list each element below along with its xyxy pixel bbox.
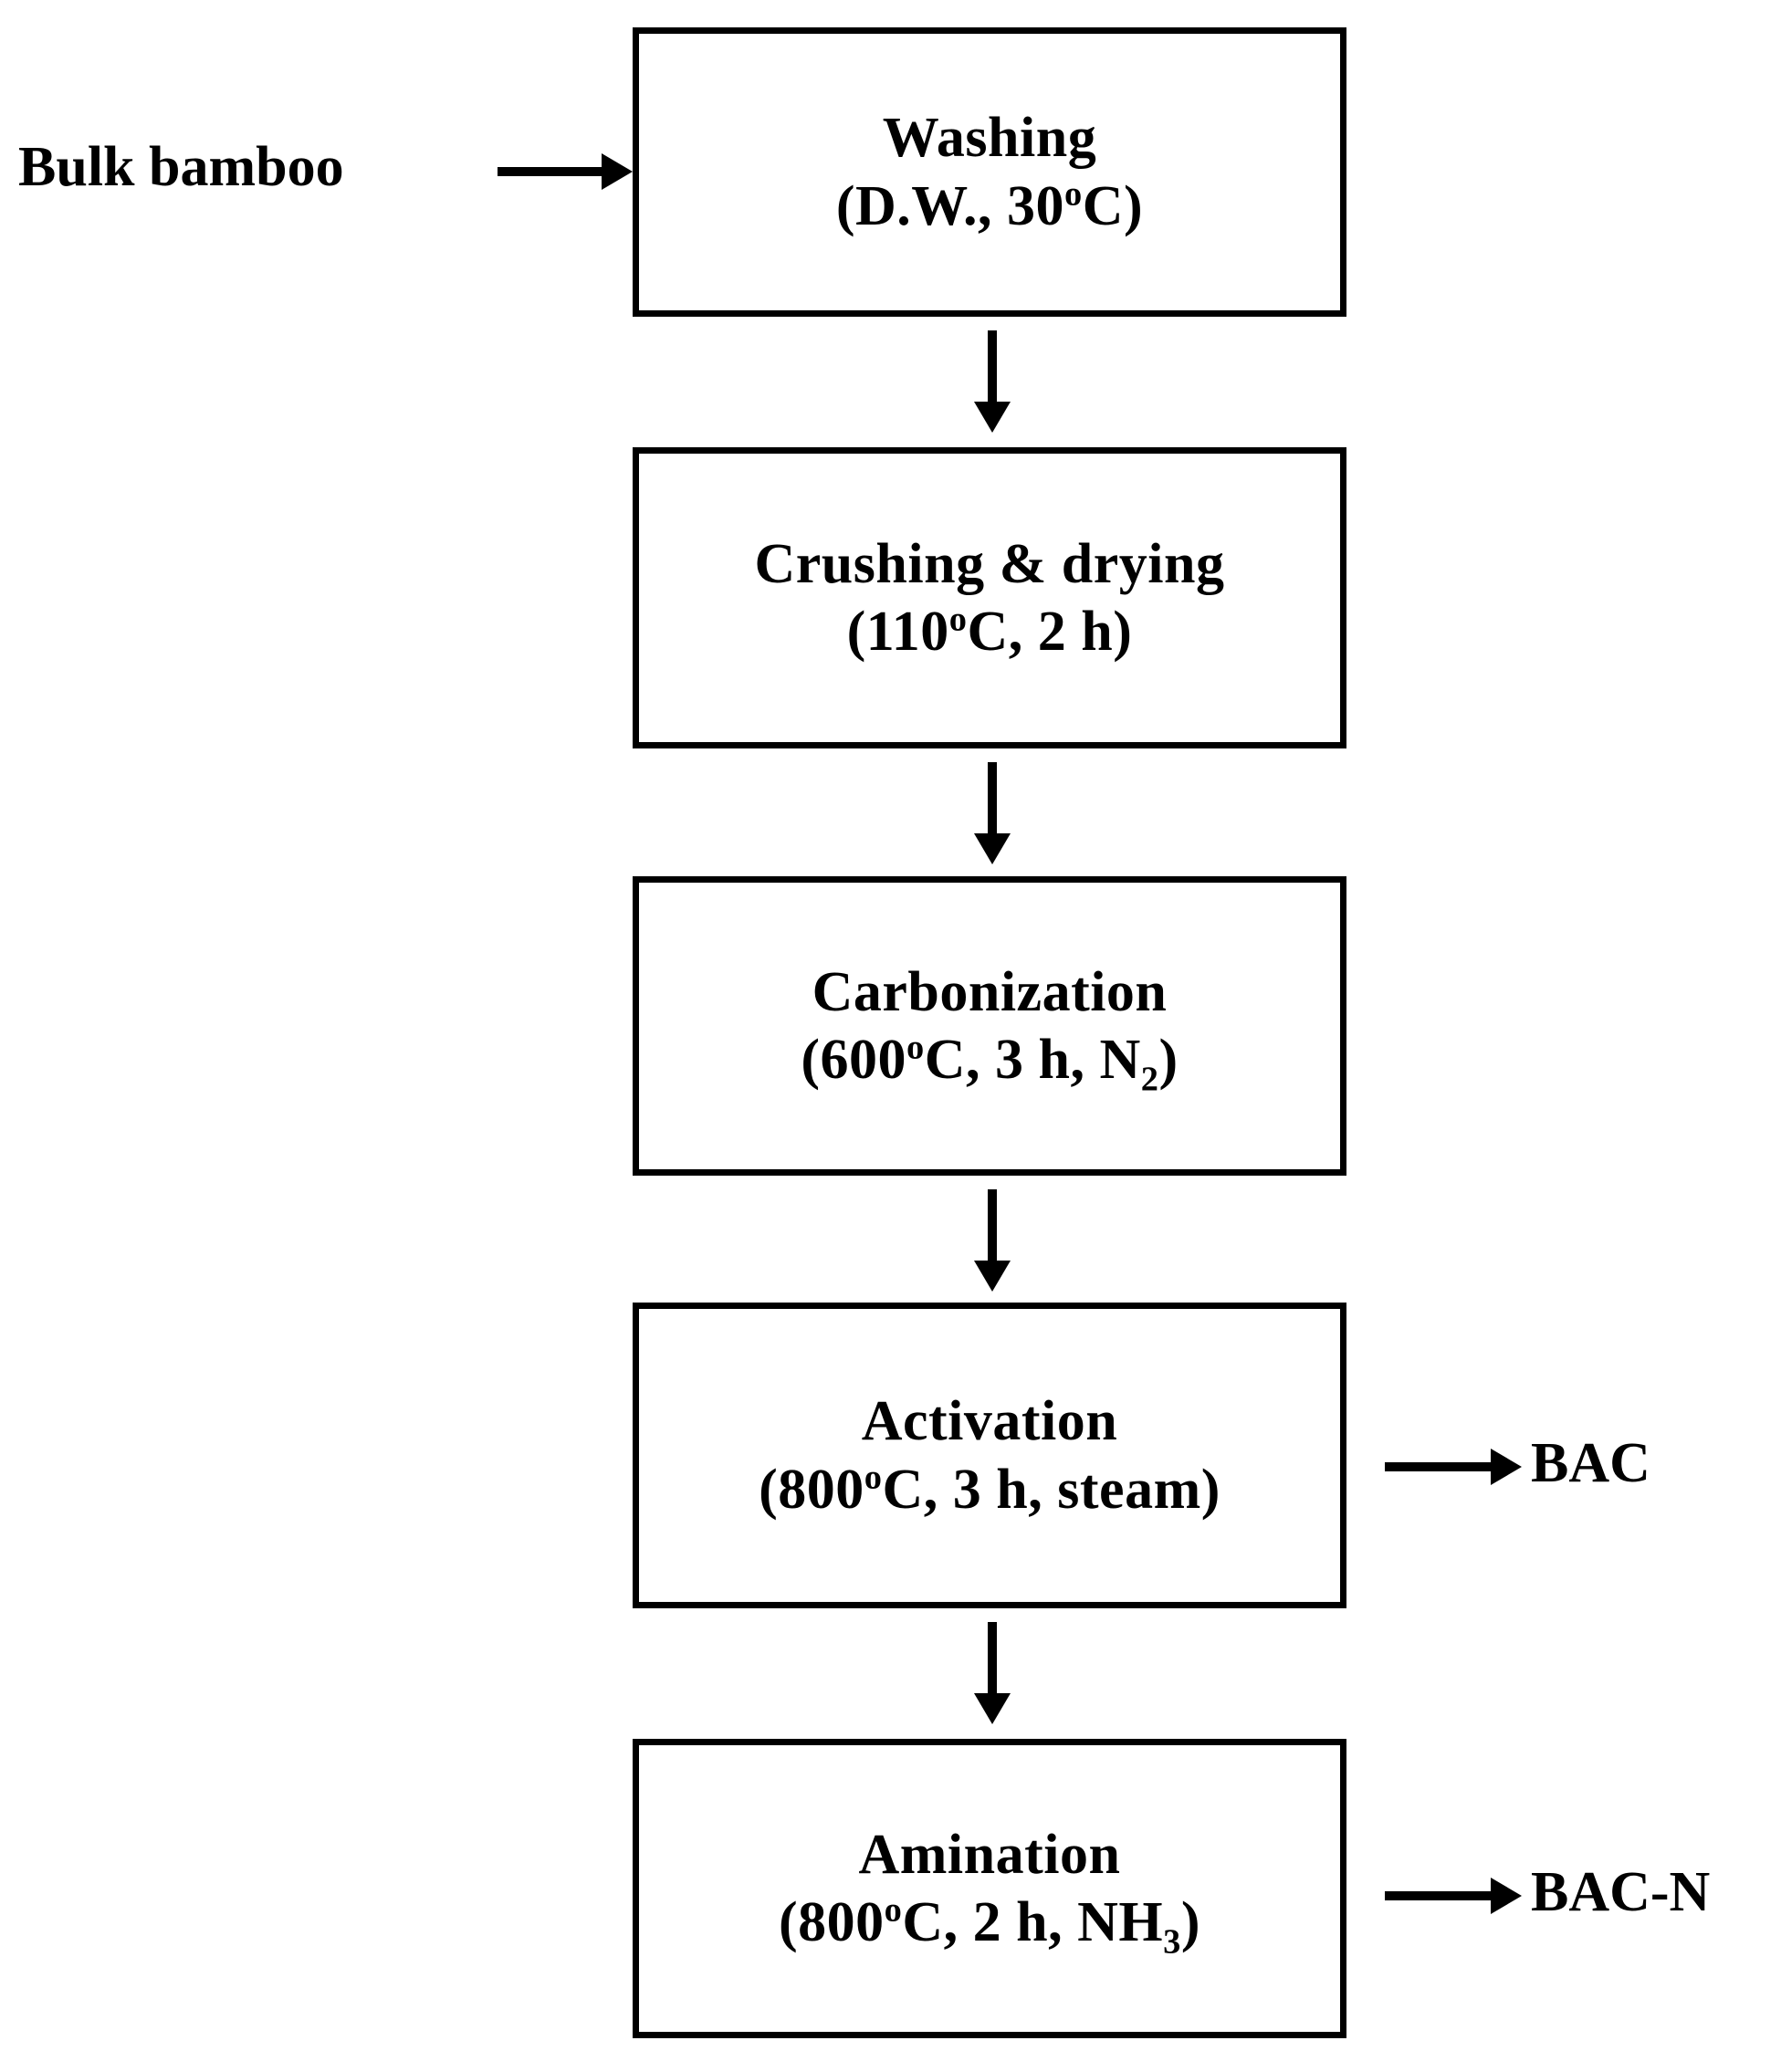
arrow-shaft [1385, 1462, 1491, 1471]
arrow-head [974, 1693, 1011, 1724]
subscript-3: 3 [1163, 1922, 1181, 1962]
degree-symbol: o [884, 1890, 903, 1930]
arrow-head [602, 153, 633, 190]
cond-post: C, 3 h, steam) [882, 1458, 1221, 1521]
arrow-head [974, 402, 1011, 433]
step-title-washing: Washing [882, 107, 1097, 170]
process-box-crushing-drying[interactable]: Crushing & drying (110oC, 2 h) [633, 447, 1346, 748]
degree-symbol: o [1064, 173, 1083, 213]
cond-post: C, 2 h) [967, 601, 1133, 663]
process-box-washing[interactable]: Washing (D.W., 30oC) [633, 27, 1346, 317]
input-label-bulk-bamboo: Bulk bamboo [18, 136, 344, 198]
step-conditions-activation: (800oC, 3 h, steam) [759, 1456, 1221, 1523]
arrow-shaft [498, 167, 602, 176]
output-label-bac-n: BAC-N [1531, 1861, 1711, 1923]
arrow-head [1491, 1449, 1522, 1485]
degree-symbol: o [864, 1457, 883, 1496]
step-title-amination: Amination [858, 1823, 1121, 1886]
process-box-carbonization[interactable]: Carbonization (600oC, 3 h, N2) [633, 876, 1346, 1176]
step-title-activation: Activation [861, 1390, 1118, 1453]
subscript-2: 2 [1140, 1060, 1159, 1099]
arrow-shaft [988, 1622, 997, 1693]
arrow-shaft [988, 1189, 997, 1261]
arrow-shaft [1385, 1891, 1491, 1900]
cond-pre: (800 [778, 1891, 885, 1953]
cond-post: C, 2 h, NH [902, 1891, 1164, 1953]
cond-pre: (110 [846, 601, 949, 663]
degree-symbol: o [906, 1028, 925, 1067]
cond-tail: ) [1158, 1029, 1179, 1091]
cond-pre: (600 [801, 1029, 907, 1091]
cond-post: C) [1082, 174, 1144, 237]
cond-tail: ) [1180, 1891, 1200, 1953]
arrow-head [974, 833, 1011, 864]
step-conditions-amination: (800oC, 2 h, NH3) [778, 1889, 1200, 1960]
degree-symbol: o [948, 600, 968, 639]
step-title-carbonization: Carbonization [812, 960, 1168, 1023]
step-title-crushing-drying: Crushing & drying [754, 532, 1225, 595]
arrow-head [1491, 1878, 1522, 1914]
cond-pre: (800 [759, 1458, 864, 1521]
step-conditions-carbonization: (600oC, 3 h, N2) [801, 1026, 1179, 1097]
process-box-activation[interactable]: Activation (800oC, 3 h, steam) [633, 1303, 1346, 1608]
step-conditions-crushing-drying: (110oC, 2 h) [847, 598, 1133, 665]
arrow-shaft [988, 762, 997, 833]
process-box-amination[interactable]: Amination (800oC, 2 h, NH3) [633, 1739, 1346, 2038]
arrow-shaft [988, 330, 997, 402]
step-conditions-washing: (D.W., 30oC) [836, 173, 1143, 240]
cond-post: C, 3 h, N [924, 1029, 1141, 1091]
output-label-bac: BAC [1531, 1432, 1650, 1494]
cond-pre: (D.W., 30 [835, 174, 1065, 237]
arrow-head [974, 1261, 1011, 1292]
